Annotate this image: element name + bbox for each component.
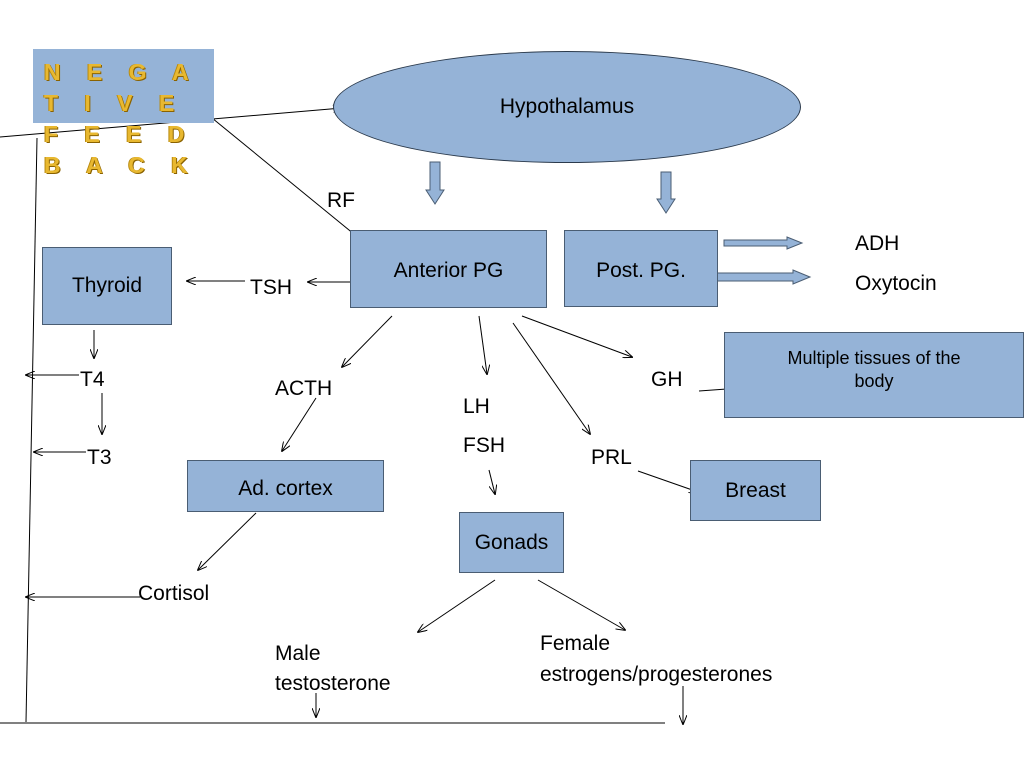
acth-label: ACTH bbox=[275, 377, 333, 400]
gh-label: GH bbox=[651, 368, 683, 391]
adh-label: ADH bbox=[855, 232, 900, 255]
anterior-pg-label: Anterior PG bbox=[393, 259, 504, 282]
ad-cortex-label: Ad. cortex bbox=[238, 477, 333, 500]
rf-arrow bbox=[211, 117, 360, 239]
anterior-to-gh-arrow bbox=[521, 315, 632, 357]
negative-feedback-banner bbox=[33, 49, 214, 123]
estrogens-label: estrogens/progesterones bbox=[540, 663, 773, 686]
prl-to-breast-arrow bbox=[637, 470, 698, 492]
hypothalamus-node: Hypothalamus bbox=[333, 51, 801, 163]
post-to-oxytocin-block-arrow bbox=[715, 269, 812, 285]
multiple-tissues-node: Multiple tissues of the body bbox=[724, 332, 1024, 418]
post-to-adh-block-arrow bbox=[723, 236, 804, 250]
t4-label: T4 bbox=[80, 368, 105, 391]
breast-label: Breast bbox=[725, 478, 786, 502]
multiple-tissues-label: Multiple tissues of the body bbox=[787, 348, 961, 391]
prl-label: PRL bbox=[591, 446, 632, 469]
cortisol-label: Cortisol bbox=[138, 582, 210, 605]
gonads-to-male-arrow bbox=[418, 579, 496, 632]
oxytocin-label: Oxytocin bbox=[855, 272, 937, 295]
thyroid-label: Thyroid bbox=[71, 274, 143, 297]
male-label: Male bbox=[275, 642, 321, 665]
hypothalamus-label: Hypothalamus bbox=[499, 95, 635, 118]
hypothalamus-to-anterior-block-arrow bbox=[425, 161, 445, 205]
anterior-to-prl-arrow bbox=[512, 322, 590, 434]
feedback-left-line bbox=[25, 137, 38, 723]
breast-node: Breast bbox=[690, 460, 821, 521]
negative-feedback-title: N E G A T I V E F E E D B A C K bbox=[44, 59, 198, 178]
hypothalamus-to-post-block-arrow bbox=[656, 171, 676, 214]
anterior-to-lh-arrow bbox=[478, 315, 487, 374]
tsh-label: TSH bbox=[250, 276, 292, 299]
gonads-node: Gonads bbox=[459, 512, 564, 573]
gonads-label: Gonads bbox=[474, 530, 549, 554]
gonads-to-female-arrow bbox=[537, 579, 625, 630]
testosterone-label: testosterone bbox=[275, 672, 391, 695]
lh-label: LH bbox=[463, 395, 490, 418]
ad-cortex-node: Ad. cortex bbox=[187, 460, 384, 512]
anterior-to-acth-arrow bbox=[342, 315, 393, 367]
rf-label: RF bbox=[327, 189, 355, 212]
post-pg-node: Post. PG. bbox=[564, 230, 718, 307]
cortex-to-cortisol-arrow bbox=[198, 512, 257, 570]
fsh-to-gonads-arrow bbox=[488, 469, 495, 494]
female-label: Female bbox=[540, 632, 611, 655]
acth-to-cortex-arrow bbox=[282, 397, 317, 451]
anterior-pg-node: Anterior PG bbox=[350, 230, 547, 308]
post-pg-label: Post. PG. bbox=[596, 259, 686, 282]
thyroid-node: Thyroid bbox=[42, 247, 172, 325]
fsh-label: FSH bbox=[463, 434, 505, 457]
t3-label: T3 bbox=[87, 446, 112, 469]
